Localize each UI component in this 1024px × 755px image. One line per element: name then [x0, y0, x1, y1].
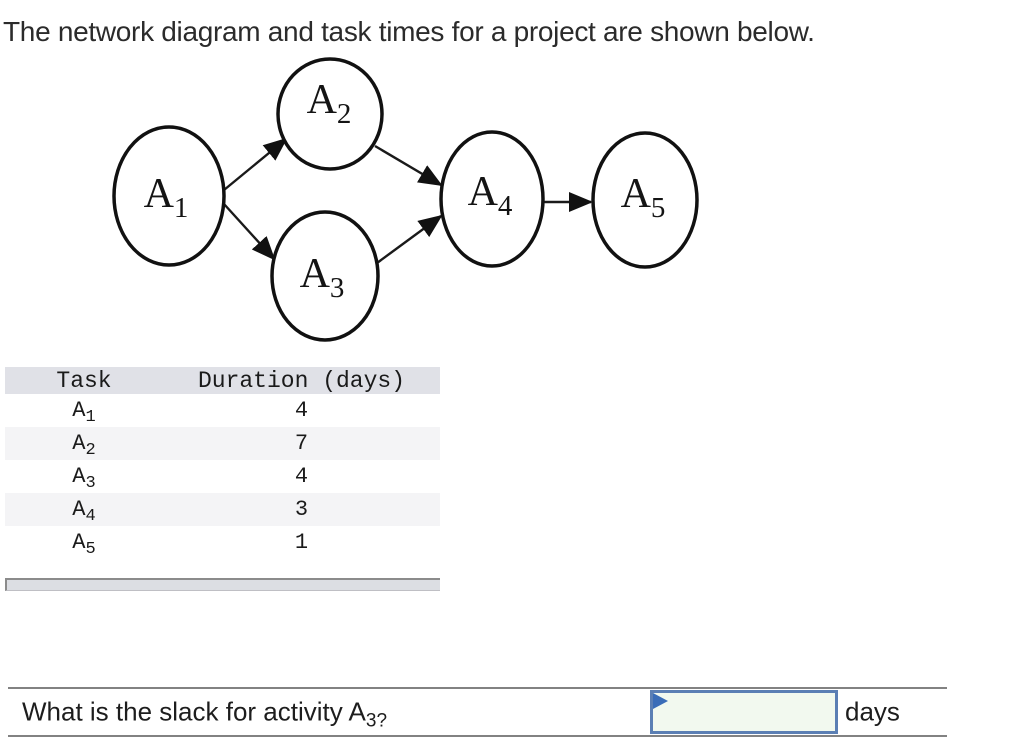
node-a4-label: A4 — [468, 169, 513, 222]
unit-label: days — [845, 696, 900, 727]
answer-input[interactable] — [653, 693, 835, 731]
node-a1-label: A1 — [144, 171, 189, 224]
duration-cell: 4 — [294, 464, 309, 489]
node-a5-label: A5 — [621, 171, 666, 224]
table-row: A1 4 — [5, 394, 440, 427]
table-header-row: Task Duration (days) — [5, 367, 440, 394]
task-cell: A2 — [72, 431, 96, 460]
edge-a1-a3 — [223, 203, 276, 261]
node-a2 — [276, 57, 384, 171]
node-a3 — [270, 210, 380, 342]
column-header-duration: Duration (days) — [197, 367, 406, 394]
answer-box[interactable] — [650, 690, 838, 734]
table-row: A4 3 — [5, 493, 440, 526]
table-row: A5 1 — [5, 526, 440, 559]
duration-cell: 3 — [294, 497, 309, 522]
duration-cell: 7 — [294, 431, 309, 456]
task-cell: A3 — [72, 464, 96, 493]
task-cell: A4 — [72, 497, 96, 526]
question-text: What is the slack for activity A3? — [22, 696, 388, 732]
node-a5 — [591, 131, 699, 269]
node-a4 — [439, 130, 545, 268]
node-a2-label: A2 — [307, 77, 352, 130]
node-a3-label: A3 — [300, 251, 345, 304]
edge-a1-a2 — [223, 137, 288, 191]
page-title: The network diagram and task times for a… — [3, 16, 815, 47]
node-a1 — [112, 125, 226, 267]
column-header-task: Task — [56, 367, 112, 394]
edge-a2-a4 — [374, 144, 443, 187]
table-row: A2 7 — [5, 427, 440, 460]
table-row: A3 4 — [5, 460, 440, 493]
network-diagram: A1 A2 A3 A4 A5 — [112, 57, 699, 342]
table-horizontal-scrollbar[interactable] — [5, 578, 440, 591]
duration-cell: 4 — [294, 398, 309, 423]
task-cell: A5 — [72, 530, 96, 559]
task-cell: A1 — [72, 398, 96, 427]
edge-a3-a4 — [376, 214, 443, 264]
task-table: Task Duration (days) A1 4 A2 7 A3 4 A4 3… — [5, 367, 440, 559]
question-row: What is the slack for activity A3? days — [8, 687, 947, 737]
duration-cell: 1 — [294, 530, 309, 555]
